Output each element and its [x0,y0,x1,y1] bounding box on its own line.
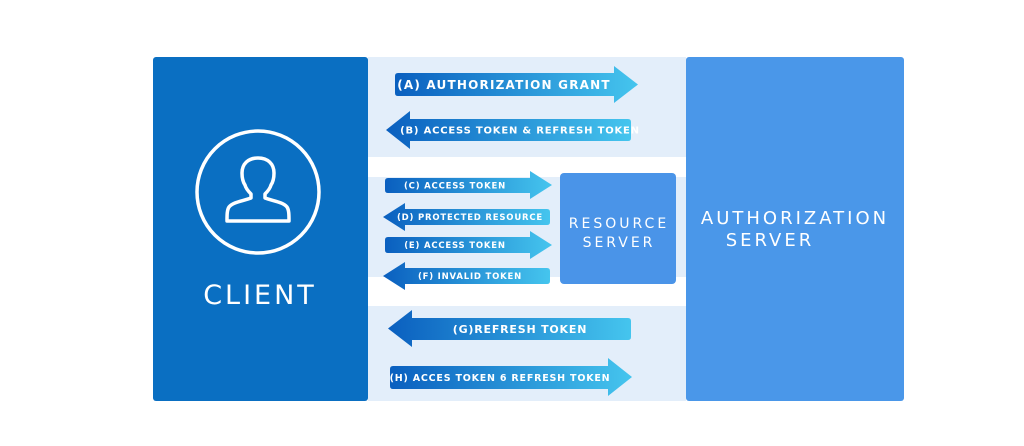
arrow-shape [390,358,632,396]
arrow-label: (C) ACCESS TOKEN [404,182,506,192]
arrow-a: (A) AUTHORIZATION GRANT [395,66,638,103]
resource-server-label-line1: RESOURCE [569,216,669,232]
arrow-c: (C) ACCESS TOKEN [385,171,552,199]
arrow-shape [385,231,552,259]
authorization-server-box: AUTHORIZATION SERVER [686,57,904,401]
arrow-label: (B) ACCESS TOKEN & REFRESH TOKEN [400,126,640,137]
arrow-shape [386,111,631,149]
authorization-server-label-line1: AUTHORIZATION [701,208,889,229]
arrow-shape [395,66,638,103]
arrow-shape [385,171,552,199]
arrow-label: (G)REFRESH TOKEN [453,323,587,336]
arrow-label: (F) INVALID TOKEN [418,272,522,282]
arrow-shape [383,262,550,290]
arrow-d: (D) PROTECTED RESOURCE [383,203,550,231]
resource-server-label-line2: SERVER [583,235,656,251]
arrow-label: (H) ACCES TOKEN 6 REFRESH TOKEN [390,373,611,384]
arrow-h: (H) ACCES TOKEN 6 REFRESH TOKEN [390,358,632,396]
arrow-shape [388,310,631,347]
arrow-g: (G)REFRESH TOKEN [388,310,631,347]
arrow-shape [383,203,550,231]
arrow-label: (E) ACCESS TOKEN [404,241,506,251]
arrow-label: (D) PROTECTED RESOURCE [397,213,543,223]
arrow-b: (B) ACCESS TOKEN & REFRESH TOKEN [386,111,640,149]
arrow-f: (F) INVALID TOKEN [383,262,550,290]
client-box: CLIENT [153,57,368,401]
band-authorization [368,57,686,157]
client-label: CLIENT [203,280,317,311]
authorization-server-label-line2: SERVER [726,230,815,251]
arrow-e: (E) ACCESS TOKEN [385,231,552,259]
arrow-label: (A) AUTHORIZATION GRANT [397,78,611,92]
resource-server-box: RESOURCE SERVER [560,173,676,284]
user-icon [195,129,321,255]
